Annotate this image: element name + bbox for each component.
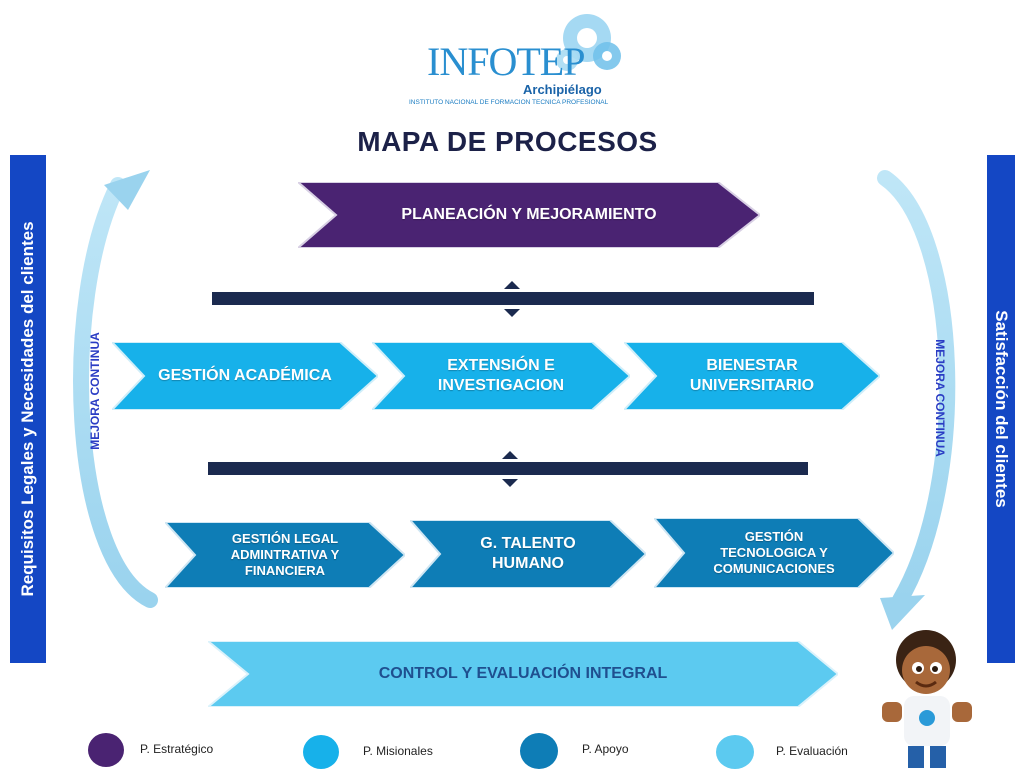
missional-chevron-shape (112, 342, 378, 410)
support-chevron-shape (165, 522, 405, 588)
missional-process-2: EXTENSIÓN E INVESTIGACION (372, 342, 630, 410)
missional-chevron-shape (372, 342, 630, 410)
double-arrow-icon (504, 281, 520, 317)
support-chevron-shape (410, 520, 646, 588)
logo-wordmark: INFOTEP (427, 39, 585, 84)
legend-swatch-missional (303, 735, 339, 769)
logo-institution: INSTITUTO NACIONAL DE FORMACION TECNICA … (409, 99, 609, 106)
missional-chevron-shape (624, 342, 880, 410)
strategic-chevron-shape (298, 182, 760, 248)
evaluation-label: CONTROL Y EVALUACIÓN INTEGRAL (378, 665, 668, 682)
missional-label: GESTIÓN ACADÉMICA (158, 367, 332, 384)
right-cycle-label: MEJORA CONTINUA (933, 339, 947, 457)
page-title: MAPA DE PROCESOS (357, 126, 658, 157)
connector-bar-top (212, 292, 814, 305)
evaluation-process: CONTROL Y EVALUACIÓN INTEGRAL (208, 641, 838, 707)
legend-label-support: P. Apoyo (582, 742, 629, 756)
infotep-logo: INFOTEP Archipiélago INSTITUTO NACIONAL … (405, 8, 640, 108)
gear-icon (556, 14, 621, 71)
mascot-illustration (882, 630, 972, 768)
right-cycle-arrow (877, 170, 956, 630)
legend-swatch-support (520, 733, 558, 769)
missional-process-3: BIENESTAR UNIVERSITARIO (624, 342, 880, 410)
evaluation-chevron-shape (208, 641, 838, 707)
support-label: G. TALENTO HUMANO (480, 535, 576, 572)
support-label: GESTIÓN TECNOLOGICA Y COMUNICACIONES (713, 528, 835, 577)
legend-label-strategic: P. Estratégico (140, 742, 214, 756)
support-process-3: GESTIÓN TECNOLOGICA Y COMUNICACIONES (654, 518, 894, 588)
logo-subtitle: Archipiélago (523, 82, 602, 97)
support-label: GESTIÓN LEGAL ADMINTRATIVA Y FINANCIERA (230, 530, 340, 579)
strategic-label: PLANEACIÓN Y MEJORAMIENTO (401, 206, 657, 223)
support-chevron-shape (654, 518, 894, 588)
left-cycle-arrow (73, 170, 158, 608)
support-process-1: GESTIÓN LEGAL ADMINTRATIVA Y FINANCIERA (165, 522, 405, 588)
missional-label: BIENESTAR UNIVERSITARIO (689, 357, 815, 394)
support-process-2: G. TALENTO HUMANO (410, 520, 646, 588)
double-arrow-icon (502, 451, 518, 487)
legend-label-evaluation: P. Evaluación (776, 744, 848, 758)
legend-label-missional: P. Misionales (363, 744, 433, 758)
right-side-bar: Satisfacción del clientes (987, 155, 1015, 663)
strategic-process: PLANEACIÓN Y MEJORAMIENTO (298, 182, 760, 248)
left-cycle-label: MEJORA CONTINUA (88, 332, 102, 450)
missional-label: EXTENSIÓN E INVESTIGACION (437, 357, 565, 394)
legend-swatch-strategic (88, 733, 124, 767)
left-side-bar: Requisitos Legales y Necesidades del cli… (10, 155, 46, 663)
legend-swatch-evaluation (716, 735, 754, 769)
missional-process-1: GESTIÓN ACADÉMICA (112, 342, 378, 410)
connector-bar-bottom (208, 462, 808, 475)
